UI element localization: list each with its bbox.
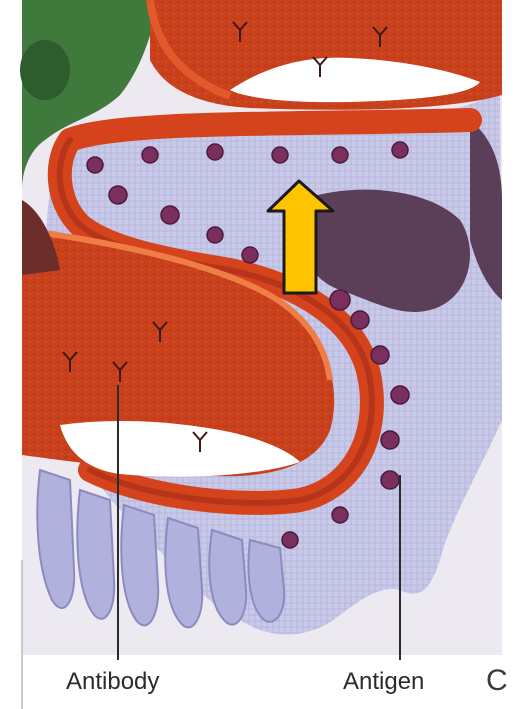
- upper-vesicle: [150, 0, 502, 110]
- antibody-label: Antibody: [66, 668, 159, 696]
- green-tissue-spot: [20, 40, 70, 100]
- antigen-label: Antigen: [343, 668, 424, 696]
- panel-letter: C: [486, 664, 508, 698]
